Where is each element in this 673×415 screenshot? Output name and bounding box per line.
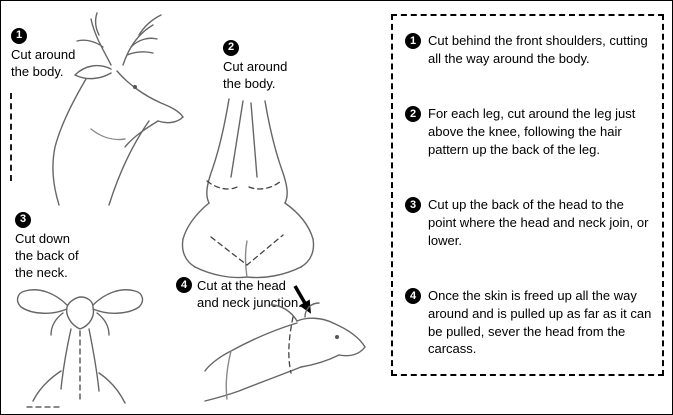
step3-label-group: 3 Cut down the back of the neck. xyxy=(15,209,101,281)
instruction-4-text: Once the skin is freed up all the way ar… xyxy=(428,288,652,357)
step1-label: Cut around the body. xyxy=(11,46,76,79)
instruction-step-2: 2 For each leg, cut around the leg just … xyxy=(405,105,652,158)
step4-number-badge: 4 xyxy=(176,277,192,293)
step1-number-badge: 1 xyxy=(11,27,27,44)
deer-sketch-head-neck-junction xyxy=(204,302,366,402)
instruction-step-3: 3 Cut up the back of the head to the poi… xyxy=(405,196,652,249)
instruction-2-badge: 2 xyxy=(405,106,421,123)
step3-label: Cut down the back of the neck. xyxy=(15,230,79,280)
step2-label-group: 2 Cut around the body. xyxy=(223,37,309,92)
step2-label: Cut around the body. xyxy=(223,58,288,91)
step3-number-badge: 3 xyxy=(15,211,31,228)
step4-label-group: 4 Cut at the head and neck junction. xyxy=(176,277,308,311)
instructions-panel: 1 Cut behind the front shoulders, cuttin… xyxy=(391,14,664,376)
instruction-4-badge: 4 xyxy=(405,288,421,305)
step1-label-group: 1 Cut around the body. xyxy=(11,25,97,80)
instruction-3-text: Cut up the back of the head to the point… xyxy=(428,197,649,248)
body-cut-dashed-line xyxy=(10,93,12,181)
arrow-to-neck-junction-icon xyxy=(287,283,317,328)
deer-sketch-front-shoulders xyxy=(52,12,184,206)
instruction-step-1: 1 Cut behind the front shoulders, cuttin… xyxy=(405,32,652,67)
instruction-3-badge: 3 xyxy=(405,197,421,214)
step4-label: Cut at the head and neck junction. xyxy=(197,278,302,311)
instruction-2-text: For each leg, cut around the leg just ab… xyxy=(428,106,636,157)
deer-sketch-legs xyxy=(181,98,315,279)
instruction-1-badge: 1 xyxy=(405,33,421,49)
instruction-step-4: 4 Once the skin is freed up all the way … xyxy=(405,287,652,358)
instruction-1-text: Cut behind the front shoulders, cutting … xyxy=(428,33,648,66)
deer-sketch-back-of-neck xyxy=(16,289,144,408)
step2-number-badge: 2 xyxy=(223,39,239,56)
